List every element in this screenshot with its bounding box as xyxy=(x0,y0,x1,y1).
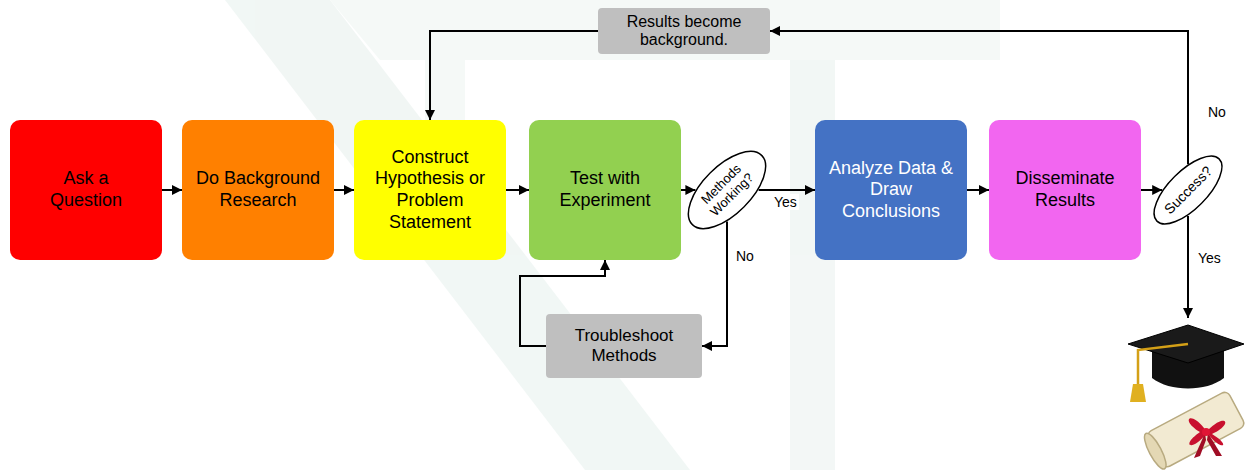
flow-arrow xyxy=(702,222,727,346)
flow-arrow xyxy=(506,189,529,191)
flow-arrow xyxy=(967,189,989,191)
branch-label: Yes xyxy=(1196,250,1223,266)
box-text: Troubleshoot Methods xyxy=(556,326,692,367)
watermark xyxy=(225,0,1000,470)
box-text: Construct Hypothesis or Problem Statemen… xyxy=(364,147,496,233)
edge-label: Yes xyxy=(772,194,799,210)
box-text: Do Background Research xyxy=(194,168,322,211)
box-text: Test with Experiment xyxy=(551,168,659,211)
note-box: Results become background. xyxy=(598,8,770,54)
process-box: Do Background Research xyxy=(182,120,334,260)
box-text: Ask a Question xyxy=(40,168,132,211)
success-line xyxy=(1187,216,1189,318)
process-box: Test with Experiment xyxy=(529,120,681,260)
process-box: Construct Hypothesis or Problem Statemen… xyxy=(354,120,506,260)
process-box: Analyze Data & Draw Conclusions xyxy=(815,120,967,260)
edge-label: No xyxy=(734,248,756,264)
flow-arrow xyxy=(759,189,815,191)
box-text: Results become background. xyxy=(608,13,760,48)
note-box: Troubleshoot Methods xyxy=(546,314,702,378)
flow-arrow xyxy=(162,189,182,191)
flow-arrow xyxy=(681,189,695,191)
flow-arrow xyxy=(1141,189,1162,191)
box-text: Disseminate Results xyxy=(1003,168,1127,211)
process-box: Disseminate Results xyxy=(989,120,1141,260)
flow-arrow xyxy=(334,189,354,191)
edge-label: No xyxy=(1206,104,1228,120)
process-box: Ask a Question xyxy=(10,120,162,260)
box-text: Analyze Data & Draw Conclusions xyxy=(827,158,955,223)
graduation-illustration xyxy=(1128,325,1246,470)
flow-arrow xyxy=(430,31,598,120)
